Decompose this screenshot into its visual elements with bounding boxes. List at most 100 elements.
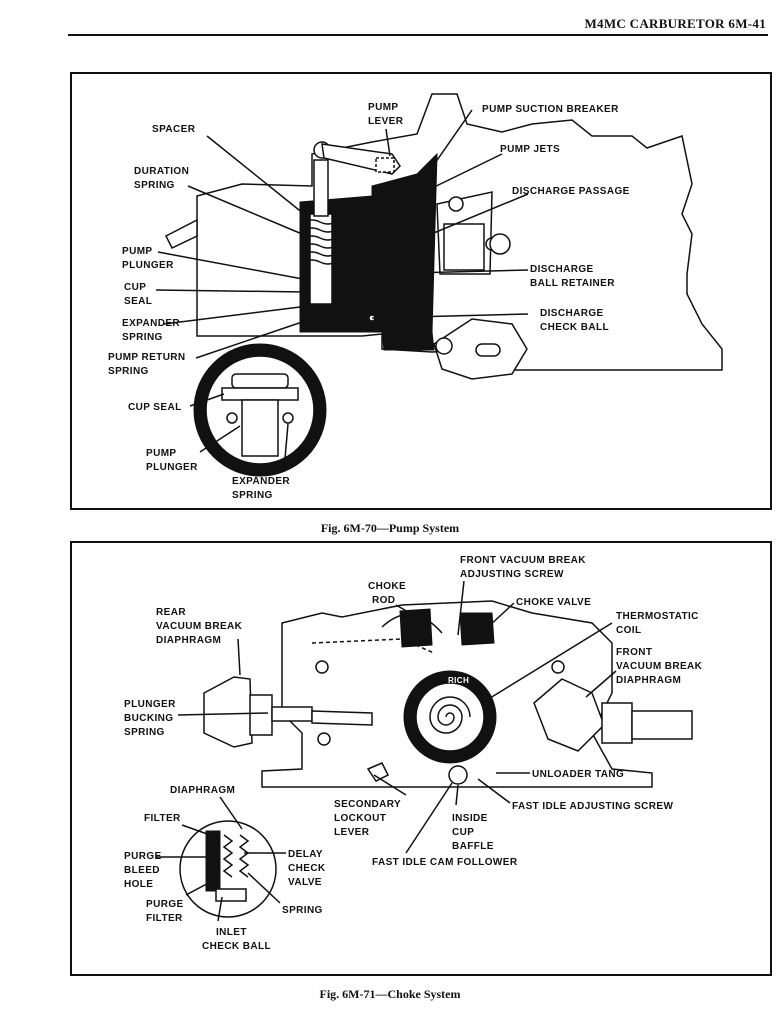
pump-system-figure: PUMP LEVER PUMP SUCTION BREAKER SPACER P… xyxy=(70,72,772,510)
rich-mark: RICH xyxy=(448,676,469,685)
rear-vacuum-break-diaphragm xyxy=(203,676,253,748)
inset-cup-seal xyxy=(221,387,299,401)
rear-vacuum-break-label: REAR xyxy=(156,607,186,618)
return-spring-coils xyxy=(307,307,337,329)
inlet-check-ball-label: INLET xyxy=(216,927,247,938)
front-vacuum-break-tube xyxy=(631,710,693,740)
screw-3 xyxy=(551,660,565,674)
choke-system-figure: RICH xyxy=(70,541,772,976)
plunger-link xyxy=(311,710,373,726)
purge-filter-label: PURGE xyxy=(146,899,184,910)
inset-expander-spring-label: EXPANDER xyxy=(232,476,290,487)
discharge-passage-label: DISCHARGE PASSAGE xyxy=(512,186,630,197)
front-vacuum-break-diaphragm-label-2: VACUUM BREAK xyxy=(616,661,703,672)
front-vacuum-break-screw-label-2: ADJUSTING SCREW xyxy=(460,569,564,580)
choke-rod-label: CHOKE xyxy=(368,581,406,592)
discharge-ball-retainer-label-2: BALL RETAINER xyxy=(530,278,615,289)
choke-linkage xyxy=(311,638,435,654)
choke-system-diagram: RICH xyxy=(124,555,703,952)
inset-plunger-cap xyxy=(231,373,289,389)
duration-spring-coils xyxy=(303,219,337,265)
plunger-bucking-spring-label: PLUNGER xyxy=(124,699,176,710)
rear-vacuum-break-neck xyxy=(249,694,273,736)
page-title: M4MC CARBURETOR 6M-41 xyxy=(584,16,766,31)
figure-1-caption: Fig. 6M-70—Pump System xyxy=(320,521,460,535)
duration-spring-label: DURATION xyxy=(134,166,189,177)
delay-check-valve-label: DELAY xyxy=(288,849,323,860)
delay-check-valve-label-3: VALVE xyxy=(288,877,322,888)
purge-bleed-hole-label-3: HOLE xyxy=(124,879,153,890)
cup-seal-label-2: SEAL xyxy=(124,296,152,307)
discharge-passage-line xyxy=(403,191,425,315)
secondary-lockout-label: SECONDARY xyxy=(334,799,401,810)
front-vacuum-break-diaphragm-label-3: DIAPHRAGM xyxy=(616,675,681,686)
inlet-check-ball-label-2: CHECK BALL xyxy=(202,941,271,952)
inset-diaphragm-body xyxy=(205,830,221,892)
discharge-check-ball-label-2: CHECK BALL xyxy=(540,322,609,333)
choke-valve-label: CHOKE VALVE xyxy=(516,597,591,608)
secondary-lockout-lever xyxy=(366,762,390,782)
choke-rod-label-2: ROD xyxy=(372,595,395,606)
pump-lever-label-2: LEVER xyxy=(368,116,404,127)
filter-label: FILTER xyxy=(144,813,181,824)
plunger-bucking-spring-label-3: SPRING xyxy=(124,727,165,738)
inside-cup-baffle-label-2: CUP xyxy=(452,827,474,838)
leader-lines xyxy=(155,109,529,471)
duration-spring-label-2: SPRING xyxy=(134,180,175,191)
thermostatic-coil-face xyxy=(415,682,485,752)
cup-seal-label: CUP xyxy=(124,282,146,293)
leader-lines-choke xyxy=(156,580,617,922)
inset-left-ball xyxy=(226,412,238,424)
purge-bleed-hole-label-2: BLEED xyxy=(124,865,160,876)
pump-system-diagram: PUMP LEVER PUMP SUCTION BREAKER SPACER P… xyxy=(108,93,723,501)
header-rule xyxy=(68,34,768,36)
inset-plunger-body xyxy=(241,399,279,457)
pump-return-spring-label-2: SPRING xyxy=(108,366,149,377)
front-vacuum-break-diaphragm-label: FRONT xyxy=(616,647,652,658)
discharge-check-ball-label: DISCHARGE xyxy=(540,308,604,319)
inside-cup-baffle-label-3: BAFFLE xyxy=(452,841,494,852)
throttle-screw xyxy=(435,337,453,355)
secondary-lockout-label-2: LOCKOUT xyxy=(334,813,386,824)
fast-idle-adjusting-screw-label: FAST IDLE ADJUSTING SCREW xyxy=(512,801,673,812)
expander-spring-label: EXPANDER xyxy=(122,318,180,329)
rear-vacuum-break-label-2: VACUUM BREAK xyxy=(156,621,243,632)
choke-valve-plate-2 xyxy=(459,612,495,646)
plunger-rod xyxy=(271,706,313,722)
screw-2 xyxy=(317,732,331,746)
secondary-lockout-label-3: LEVER xyxy=(334,827,370,838)
pump-well-section xyxy=(371,152,438,333)
figure-2-caption: Fig. 6M-71—Choke System xyxy=(319,987,461,1001)
inset-right-ball xyxy=(282,412,294,424)
screw-1 xyxy=(315,660,329,674)
inset-pump-plunger-label: PUMP xyxy=(146,448,177,459)
lower-body-section xyxy=(381,331,435,351)
throttle-pivot xyxy=(489,233,511,255)
pump-jet-cluster xyxy=(443,223,485,271)
thermostatic-coil-label: THERMOSTATIC xyxy=(616,611,699,622)
expander-spring-label-2: SPRING xyxy=(122,332,163,343)
pump-plunger-label-2: PLUNGER xyxy=(122,260,174,271)
inset-spring-coils xyxy=(222,834,250,878)
pump-return-spring-label: PUMP RETURN xyxy=(108,352,186,363)
discharge-ball-retainer-label: DISCHARGE xyxy=(530,264,594,275)
purge-filter-label-2: FILTER xyxy=(146,913,183,924)
throttle-slot xyxy=(475,343,501,357)
pump-lever-hidden xyxy=(375,157,395,173)
inside-cup-baffle-label: INSIDE xyxy=(452,813,488,824)
inset-circle xyxy=(179,820,277,918)
front-vacuum-break-fitting xyxy=(601,702,633,744)
fast-idle-cam-follower-label: FAST IDLE CAM FOLLOWER xyxy=(372,857,518,868)
inset-cup-seal-label: CUP SEAL xyxy=(128,402,182,413)
pump-jet-screw xyxy=(448,196,464,212)
front-vacuum-break-screw-label: FRONT VACUUM BREAK xyxy=(460,555,586,566)
purge-bleed-hole-label: PURGE xyxy=(124,851,162,862)
inset-base xyxy=(215,888,247,902)
spacer-label: SPACER xyxy=(152,124,196,135)
fast-idle-cam-follower xyxy=(448,765,468,785)
page-header: M4MC CARBURETOR 6M-41 xyxy=(0,0,780,40)
delay-check-valve-label-2: CHECK xyxy=(288,863,326,874)
left-bracket xyxy=(164,218,198,249)
inset-pump-plunger-label-2: PLUNGER xyxy=(146,462,198,473)
pump-suction-breaker-label: PUMP SUCTION BREAKER xyxy=(482,104,619,115)
